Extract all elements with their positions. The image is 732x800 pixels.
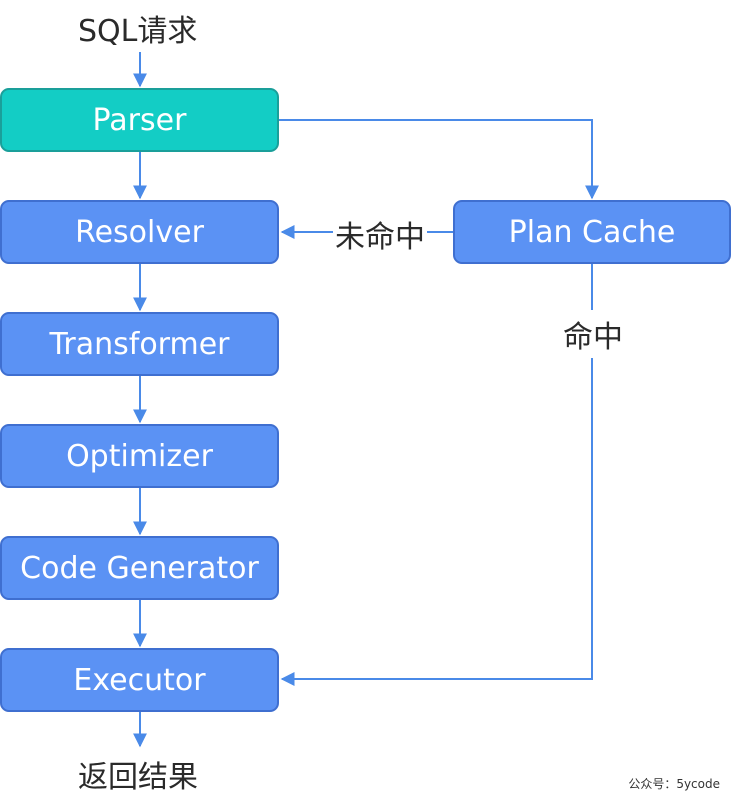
optimizer-node: Optimizer <box>0 424 279 488</box>
start-label: SQL请求 <box>78 14 198 49</box>
executor-node: Executor <box>0 648 279 712</box>
miss-edge-label: 未命中 <box>333 212 427 256</box>
transformer-node: Transformer <box>0 312 279 376</box>
watermark-text: 公众号：5ycode <box>628 777 720 791</box>
arrow-plan-cache-to-executor-hit <box>280 264 593 686</box>
hit-edge-label: 命中 <box>563 310 623 358</box>
arrow-parser-to-plan-cache <box>279 119 599 200</box>
code-generator-node: Code Generator <box>0 536 279 600</box>
resolver-node: Resolver <box>0 200 279 264</box>
parser-node: Parser <box>0 88 279 152</box>
end-label: 返回结果 <box>78 760 198 795</box>
plan-cache-node: Plan Cache <box>453 200 731 264</box>
